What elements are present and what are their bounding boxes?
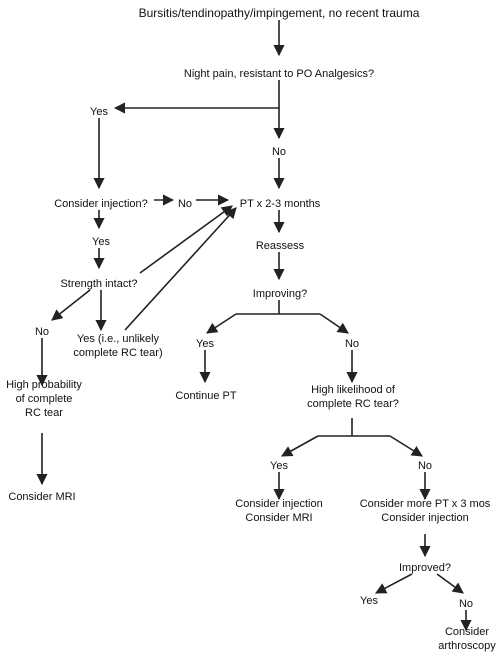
node-line: Yes [360,595,378,607]
node-line: Consider injection [235,498,322,510]
node-line: PT x 2-3 months [240,198,321,210]
node-yes-strength: Yes (i.e., unlikely complete RC tear) [73,333,162,359]
node-yes-likelihood: Yes [270,460,288,472]
node-consider-mri-left: Consider MRI [8,491,75,503]
edge-likelihood-split [318,418,390,437]
node-line: No [345,338,359,350]
node-yes-improved: Yes [360,595,378,607]
node-line: Consider MRI [8,491,75,503]
node-continue-pt: Continue PT [175,390,236,402]
edge-improving-split [236,300,320,315]
edge-likelihood-to-no [389,435,423,457]
edge-likelihood-to-yes [281,435,319,457]
node-line: No [459,598,473,610]
edge-improving-to-no [319,313,349,334]
node-improved-q: Improved? [399,562,451,574]
node-line: Reassess [256,240,305,252]
node-line: Consider injection? [54,198,148,210]
node-line: Night pain, resistant to PO Analgesics? [184,68,374,80]
node-no-likelihood: No [418,460,432,472]
node-line: Bursitis/tendinopathy/impingement, no re… [139,6,420,20]
node-reassess: Reassess [256,240,305,252]
edge-strength-to-pt [139,205,233,274]
node-line: arthroscopy [438,640,496,652]
node-start: Bursitis/tendinopathy/impingement, no re… [139,6,420,20]
node-line: Yes [90,106,108,118]
nodes: Bursitis/tendinopathy/impingement, no re… [6,6,496,652]
node-line: RC tear [25,407,63,419]
node-improving: Improving? [253,288,307,300]
node-line: No [418,460,432,472]
node-line: of complete [16,393,73,405]
node-line: complete RC tear) [73,347,162,359]
node-line: No [178,198,192,210]
node-line: complete RC tear? [307,398,399,410]
node-consider-injection-q: Consider injection? [54,198,148,210]
node-line: Consider [445,626,489,638]
node-line: High probability [6,379,82,391]
node-line: High likelihood of [311,384,396,396]
node-strength-intact: Strength intact? [60,278,137,290]
node-high-prob: High probability of complete RC tear [6,379,82,419]
node-yes-improving: Yes [196,338,214,350]
node-line: Strength intact? [60,278,137,290]
node-no-strength: No [35,326,49,338]
node-line: Improved? [399,562,451,574]
node-line: Yes [270,460,288,472]
edges [36,20,472,632]
node-night-pain: Night pain, resistant to PO Analgesics? [184,68,374,80]
node-line: Consider MRI [245,512,312,524]
node-yes-top: Yes [90,106,108,118]
node-no-improved: No [459,598,473,610]
edge-strength-to-no [51,289,91,321]
node-no-improving: No [345,338,359,350]
node-pt-2-3: PT x 2-3 months [240,198,321,210]
edge-improved-to-yes [375,573,413,594]
node-line: Yes (i.e., unlikely [77,333,160,345]
node-line: Continue PT [175,390,236,402]
edge-yes-strength-to-pt [124,207,237,331]
node-line: Consider injection [381,512,468,524]
edge-improved-to-no [436,573,464,594]
node-no-injection: No [178,198,192,210]
node-line: Improving? [253,288,307,300]
edge-improving-to-yes [206,313,237,334]
node-line: No [35,326,49,338]
node-no-top: No [272,146,286,158]
node-line: Consider more PT x 3 mos [360,498,491,510]
node-yes-injection: Yes [92,236,110,248]
node-consider-arthro: Consider arthroscopy [438,626,496,652]
node-line: Yes [196,338,214,350]
node-line: Yes [92,236,110,248]
node-line: No [272,146,286,158]
edge-night-pain-to-yes [113,80,280,114]
node-high-likelihood: High likelihood of complete RC tear? [307,384,399,410]
